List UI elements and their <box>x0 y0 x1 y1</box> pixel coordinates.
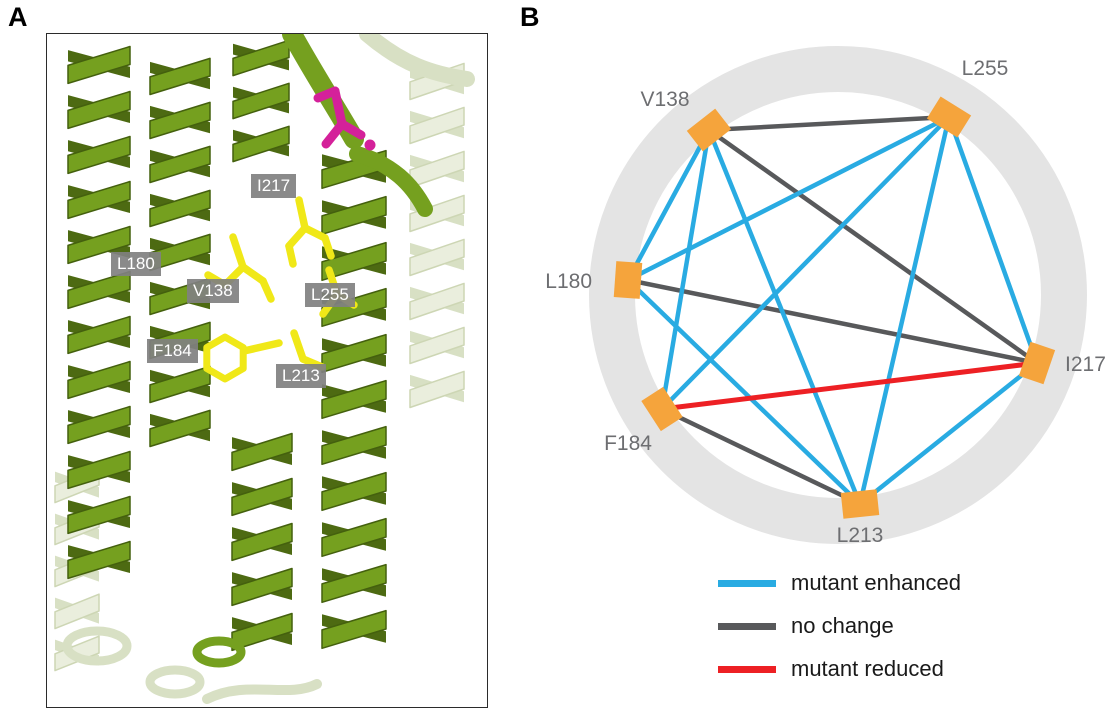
alpha-helix <box>321 149 387 650</box>
edge-L255-I217 <box>946 116 1040 364</box>
ligand-sticks <box>313 86 376 151</box>
panel-a-label: A <box>8 2 28 32</box>
legend-label-no-change: no change <box>791 613 894 638</box>
node-L213 <box>840 489 880 519</box>
edge-L180-I217 <box>627 277 1038 366</box>
node-I217 <box>1018 341 1056 385</box>
edge-V138-L213 <box>706 129 863 505</box>
ligand-atom-sphere <box>364 139 376 151</box>
residue-label-V138: V138 <box>187 279 239 304</box>
legend-swatch-mutant-reduced <box>718 665 776 673</box>
node-label-I217: I217 <box>1065 353 1106 376</box>
node-V138 <box>686 108 732 152</box>
alpha-helix <box>409 62 465 409</box>
edge-V138-I217 <box>707 128 1039 365</box>
panel-b-label: B <box>520 2 540 32</box>
legend-item-no-change: no change <box>718 613 961 639</box>
legend-label-mutant-reduced: mutant reduced <box>791 656 944 681</box>
legend-swatch-mutant-enhanced <box>718 579 776 587</box>
node-label-L255: L255 <box>962 57 1009 80</box>
residue-label-I217: I217 <box>251 174 297 199</box>
protein-ribbon-figure <box>54 34 475 704</box>
node-L255 <box>926 96 972 138</box>
alpha-helix <box>232 39 290 163</box>
residue-label-F184: F184 <box>147 339 198 364</box>
legend-item-mutant-reduced: mutant reduced <box>718 656 961 682</box>
node-label-F184: F184 <box>604 432 652 455</box>
network-ring <box>589 46 1087 544</box>
edge-F184-I217 <box>661 360 1038 412</box>
node-label-V138: V138 <box>640 88 689 111</box>
alpha-helix <box>231 432 293 652</box>
node-label-L213: L213 <box>837 524 884 547</box>
phenyl-ring <box>203 333 247 383</box>
alpha-helix <box>67 45 131 580</box>
alpha-helix <box>149 57 211 448</box>
edge-L213-I217 <box>858 361 1039 506</box>
node-F184 <box>641 386 683 432</box>
residue-label-L213: L213 <box>276 364 326 389</box>
edge-V138-F184 <box>659 129 712 410</box>
node-label-L180: L180 <box>545 270 592 293</box>
edge-L255-L213 <box>857 116 952 505</box>
ghost-ribbons <box>54 34 475 704</box>
edge-F184-L213 <box>661 406 861 507</box>
residue-label-L255: L255 <box>305 283 355 308</box>
node-L180 <box>613 261 643 299</box>
legend-swatch-no-change <box>718 622 776 630</box>
edge-L180-L213 <box>626 278 862 506</box>
edge-legend: mutant enhanced no change mutant reduced <box>718 570 961 699</box>
legend-item-mutant-enhanced: mutant enhanced <box>718 570 961 596</box>
edge-V138-L255 <box>708 114 950 133</box>
protein-structure-panel: I217 L180 V138 L255 F184 L213 <box>46 33 488 708</box>
edge-V138-L180 <box>626 128 711 282</box>
residue-label-L180: L180 <box>111 252 161 277</box>
legend-label-mutant-enhanced: mutant enhanced <box>791 570 962 595</box>
edge-L255-L180 <box>626 114 951 283</box>
